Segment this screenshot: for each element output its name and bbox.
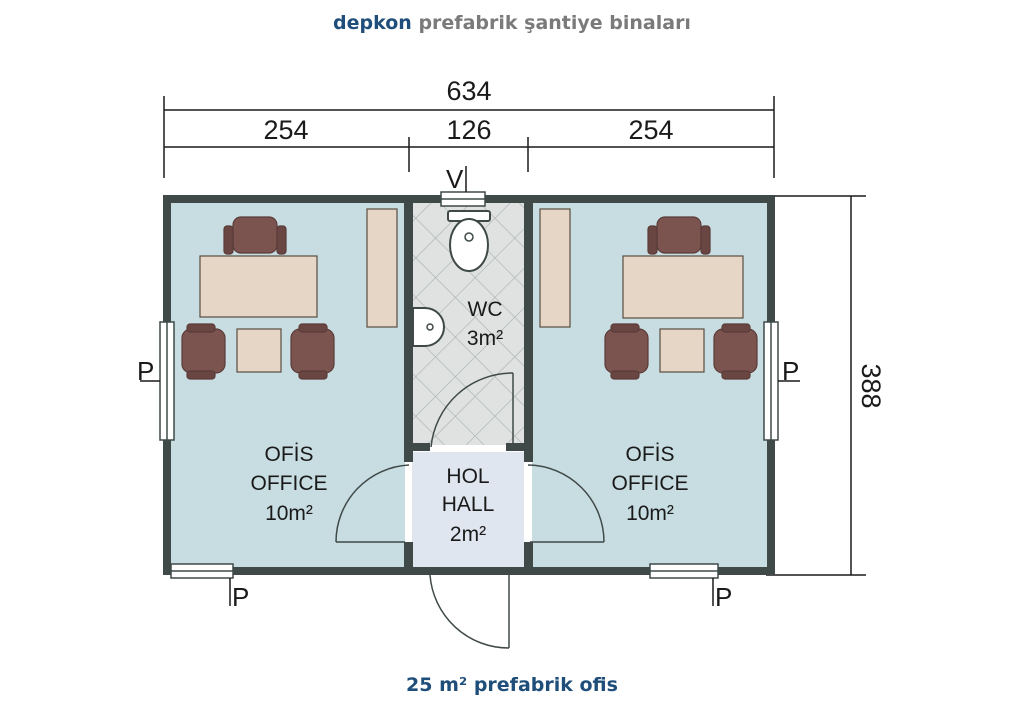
right-office-furniture bbox=[539, 208, 758, 380]
dim-middle-width: 126 bbox=[446, 115, 491, 145]
dimension-lines bbox=[163, 96, 866, 576]
hall-label-tr: HOL bbox=[446, 465, 489, 488]
hall-floor bbox=[412, 452, 524, 569]
brand-tagline: prefabrik şantiye binaları bbox=[418, 12, 691, 34]
wc-fixtures bbox=[412, 210, 491, 347]
hall-label-en: HALL bbox=[442, 493, 495, 516]
wc-label: WC bbox=[468, 298, 503, 321]
dim-height: 388 bbox=[856, 363, 886, 408]
doors bbox=[335, 372, 605, 649]
vent-marker: V bbox=[446, 164, 464, 194]
dim-total-width: 634 bbox=[446, 76, 491, 106]
wc-area: 3m² bbox=[467, 327, 503, 350]
window-marker-right: P bbox=[782, 356, 799, 386]
brand-name: depkon bbox=[333, 12, 412, 34]
window-marker-bottom-left: P bbox=[232, 582, 249, 612]
dim-left-width: 254 bbox=[263, 115, 308, 145]
left-office-area: 10m² bbox=[265, 502, 313, 525]
right-office-label-en: OFFICE bbox=[612, 472, 689, 495]
left-office-label-tr: OFİS bbox=[264, 443, 313, 466]
plan-caption: 25 m² prefabrik ofis bbox=[406, 674, 618, 696]
left-office-furniture bbox=[181, 208, 398, 380]
window-marker-left: P bbox=[137, 356, 154, 386]
page-header: depkon prefabrik şantiye binaları bbox=[0, 12, 1024, 34]
dim-right-width: 254 bbox=[628, 115, 673, 145]
window-marker-bottom-right: P bbox=[715, 582, 732, 612]
right-office-label-tr: OFİS bbox=[625, 443, 674, 466]
marker-leaders bbox=[140, 166, 800, 606]
right-office-area: 10m² bbox=[626, 502, 674, 525]
left-office-label-en: OFFICE bbox=[251, 472, 328, 495]
windows bbox=[159, 191, 779, 579]
hall-area: 2m² bbox=[450, 523, 486, 546]
